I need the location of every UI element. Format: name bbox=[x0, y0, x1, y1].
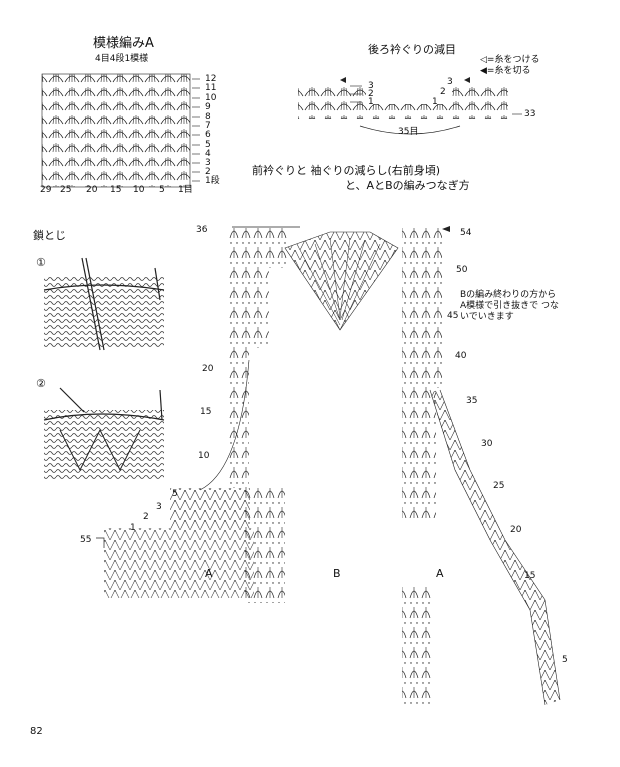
back-left-num: 2 bbox=[368, 89, 374, 99]
section-label-a: A bbox=[436, 567, 444, 580]
right-label: 15 bbox=[524, 571, 536, 581]
right-label: 54 bbox=[460, 228, 472, 238]
row-label: 1段 bbox=[205, 176, 220, 186]
back-right-num: 1 bbox=[432, 97, 438, 107]
left-label: 3 bbox=[156, 502, 162, 512]
front-heading-1: 前衿ぐりと 袖ぐりの減らし(右前身頃) bbox=[252, 164, 441, 177]
stitch-label: 1目 bbox=[178, 185, 193, 195]
pattern-a-chart bbox=[41, 73, 200, 188]
back-stitch-count: 35目 bbox=[398, 127, 419, 137]
stitch-label: 29 bbox=[40, 185, 52, 195]
row-label: 9 bbox=[205, 102, 211, 112]
section-label-b: B bbox=[333, 567, 341, 580]
left-label: 2 bbox=[143, 512, 149, 522]
stitch-label: 5 bbox=[159, 185, 165, 195]
slip-step-1: ① bbox=[36, 256, 46, 269]
row-label: 6 bbox=[205, 130, 211, 140]
stitch-label: 10 bbox=[133, 185, 145, 195]
right-label: 30 bbox=[481, 439, 493, 449]
front-heading-2: と、AとBの編みつなぎ方 bbox=[345, 179, 470, 192]
back-right-num: 3 bbox=[447, 77, 453, 87]
stitch-label: 25 bbox=[60, 185, 72, 195]
slip-stitch-title: 鎖とじ bbox=[33, 229, 66, 242]
row-label: 5 bbox=[205, 140, 211, 150]
stitch-label: 20 bbox=[86, 185, 98, 195]
stitch-label: 15 bbox=[110, 185, 122, 195]
left-label: 20 bbox=[202, 364, 214, 374]
legend-attach-yarn: ◁=糸をつける bbox=[480, 55, 540, 65]
back-left-num: 1 bbox=[368, 97, 374, 107]
right-label: 25 bbox=[493, 481, 505, 491]
row-label: 11 bbox=[205, 83, 217, 93]
back-neck-title: 後ろ衿ぐりの減目 bbox=[368, 43, 456, 56]
right-label: 35 bbox=[466, 396, 478, 406]
right-label: 40 bbox=[455, 351, 467, 361]
left-label: 36 bbox=[196, 225, 208, 235]
back-left-num: 3 bbox=[368, 81, 374, 91]
row-label: 2 bbox=[205, 167, 211, 177]
neck-fan bbox=[284, 231, 399, 331]
back-right-num: 2 bbox=[440, 87, 446, 97]
row-label: 12 bbox=[205, 74, 217, 84]
front-left-strip bbox=[96, 226, 300, 603]
row-label: 10 bbox=[205, 93, 217, 103]
left-label: 15 bbox=[200, 407, 212, 417]
pattern-a-title: 模様編みA bbox=[93, 36, 154, 51]
section-label-a: A bbox=[205, 567, 213, 580]
slip-stitch-illustration-2 bbox=[43, 387, 165, 480]
slip-stitch-illustration-1 bbox=[43, 257, 165, 351]
pattern-a-subtitle: 4目4段1模様 bbox=[95, 54, 149, 64]
row-label: 4 bbox=[205, 149, 211, 159]
left-label: 55 bbox=[80, 535, 92, 545]
right-label: 50 bbox=[456, 265, 468, 275]
slip-step-2: ② bbox=[36, 377, 46, 390]
back-neck-chart bbox=[298, 77, 522, 135]
row-label: 3 bbox=[205, 158, 211, 168]
right-label: 45 bbox=[447, 311, 459, 321]
right-label: 5 bbox=[562, 655, 568, 665]
front-right-strip bbox=[402, 226, 561, 706]
left-label: 1 bbox=[130, 523, 136, 533]
row-label: 7 bbox=[205, 121, 211, 131]
page-number: 82 bbox=[30, 726, 43, 737]
right-label: 20 bbox=[510, 525, 522, 535]
join-note: Bの編み終わりの方から A模様で引き抜きで つないでいきます bbox=[460, 290, 560, 322]
left-label: 5 bbox=[172, 489, 178, 499]
row-label: 8 bbox=[205, 112, 211, 122]
back-row-num: 33 bbox=[524, 109, 536, 119]
left-label: 10 bbox=[198, 451, 210, 461]
legend-cut-yarn: ◀=糸を切る bbox=[480, 66, 531, 76]
